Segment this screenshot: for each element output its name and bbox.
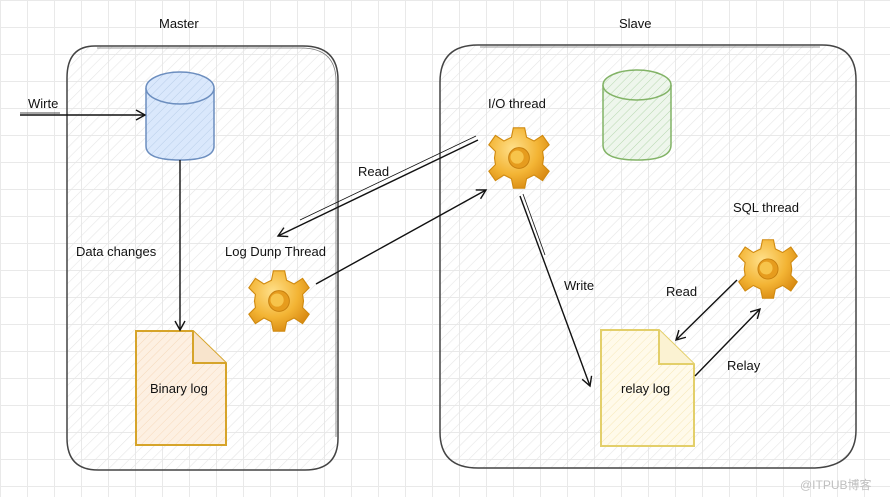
watermark: @ITPUB博客 [800, 478, 872, 492]
io-thread-gear-icon [488, 127, 550, 189]
relay-log-document [600, 329, 695, 447]
read-sql-arrow [674, 279, 738, 342]
slave-title: Slave [619, 16, 652, 31]
dump-thread-gear-icon [248, 270, 310, 332]
read-sql-label: Read [666, 284, 698, 299]
read-dump-label: Read [358, 164, 390, 179]
master-database-icon [145, 71, 215, 161]
sql-thread-gear-icon [738, 239, 798, 299]
relay-arrow [694, 307, 762, 377]
read-dump-arrow [276, 139, 479, 238]
io-thread-label: I/O thread [488, 96, 546, 111]
sql-thread-label: SQL thread [733, 200, 800, 215]
relay-label: Relay [727, 358, 761, 373]
binary-log-label: Binary log [150, 381, 208, 396]
write-label: Wirte [28, 96, 59, 111]
slave-database-icon [602, 69, 672, 161]
binary-log-document [135, 330, 227, 446]
dump-to-io-arrow [315, 189, 488, 285]
write-relay-arrow [519, 195, 593, 388]
master-title: Master [159, 16, 199, 31]
relay-log-label: relay log [621, 381, 671, 396]
write-relay-label: Write [564, 278, 595, 293]
dump-thread-label: Log Dunp Thread [225, 244, 326, 259]
data-changes-label: Data changes [76, 244, 157, 259]
master-container [66, 45, 339, 471]
